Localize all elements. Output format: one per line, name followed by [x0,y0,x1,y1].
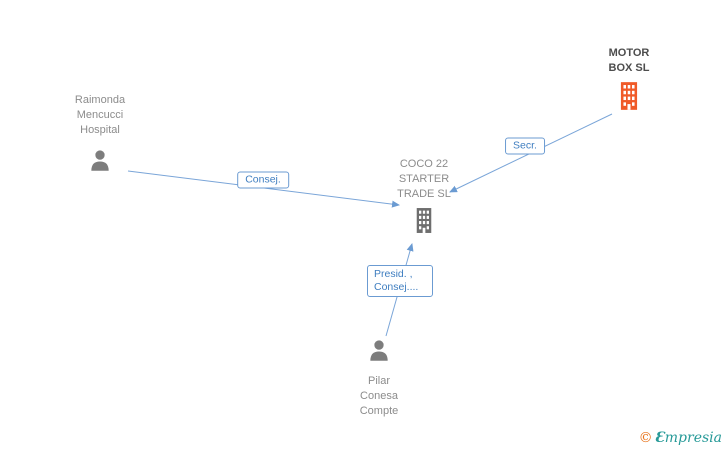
node-label: Pilar Conesa Compte [359,375,399,417]
node-pilar-conesa-compte[interactable]: Pilar Conesa Compte [349,338,409,419]
edge-label-secr[interactable]: Secr. [505,137,545,155]
node-coco-22-starter-trade-sl[interactable]: COCO 22 STARTER TRADE SL [389,157,459,239]
node-raimonda-mencucci-hospital[interactable]: Raimonda Mencucci Hospital [59,93,141,179]
brand-text: mpresia [664,430,722,446]
building-icon [411,207,437,239]
node-label: COCO 22 STARTER TRADE SL [397,158,451,200]
building-icon-highlighted [614,81,644,116]
edge-label-consej[interactable]: Consej. [237,171,289,189]
copyright-icon: © [638,430,653,446]
node-label: MOTOR BOX SL [608,47,650,74]
empresia-logo[interactable]: ©Ɛmpresia [639,430,722,446]
edge-label-presid-consej[interactable]: Presid. , Consej.... [367,265,433,297]
node-label: Raimonda Mencucci Hospital [74,94,126,136]
brand-initial: Ɛ [654,430,665,446]
node-motor-box-sl[interactable]: MOTOR BOX SL [598,46,660,116]
person-icon [366,338,392,369]
person-icon [87,148,113,179]
